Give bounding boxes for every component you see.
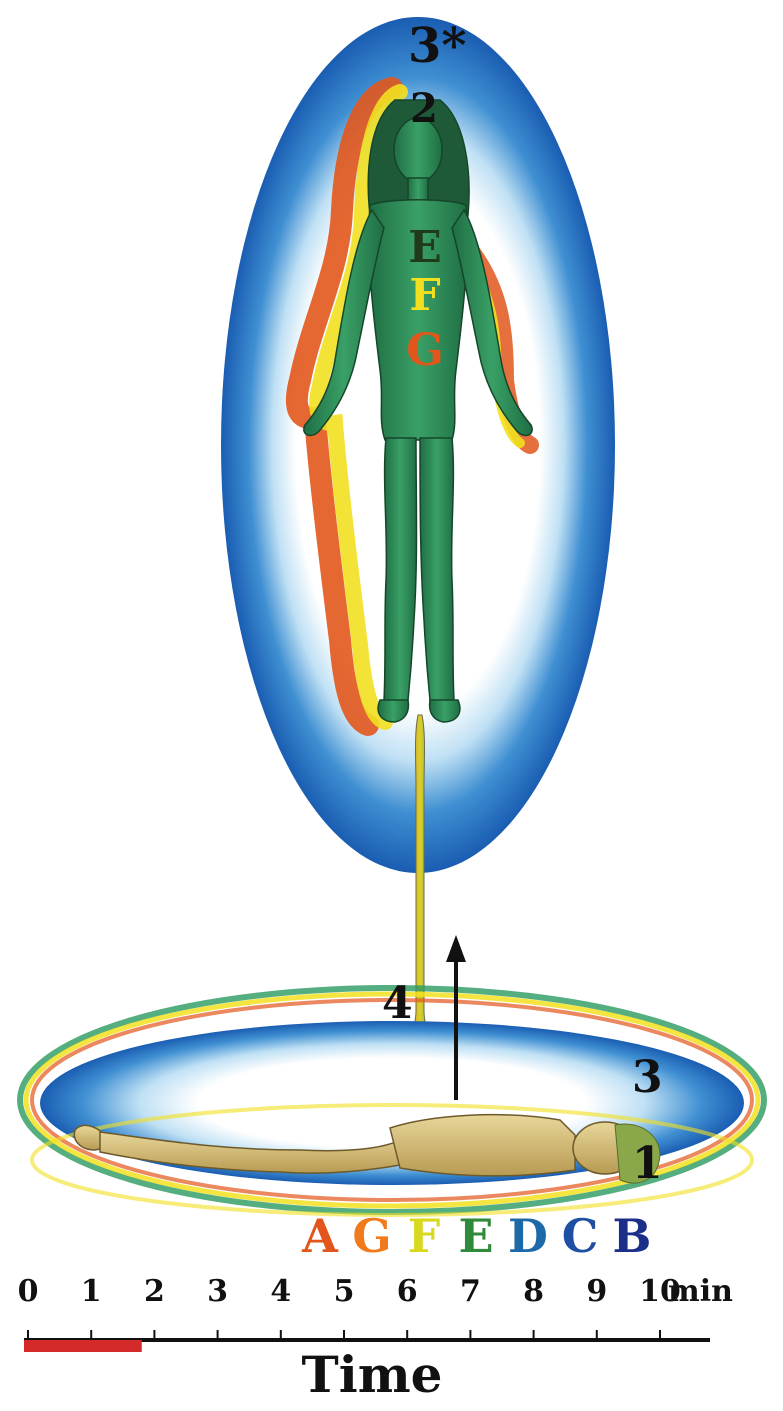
lower-letter-g-1: G xyxy=(352,1209,391,1263)
time-tick-label-7: 7 xyxy=(460,1274,481,1309)
upper-letter-group: EFG xyxy=(406,222,444,376)
label-2: 2 xyxy=(410,85,438,132)
time-tick-label-0: 0 xyxy=(18,1274,39,1309)
lower-letter-b-6: B xyxy=(613,1209,652,1263)
label-3-star: 3* xyxy=(408,18,467,74)
upper-letter-g: G xyxy=(406,325,444,376)
time-tick-label-6: 6 xyxy=(397,1274,418,1309)
time-highlight-bar xyxy=(24,1340,142,1352)
label-4: 4 xyxy=(382,978,413,1029)
lower-letter-e-3: E xyxy=(458,1209,493,1263)
lower-letter-a-0: A xyxy=(301,1209,339,1263)
exit-arrow-head xyxy=(446,935,466,962)
time-tick-label-4: 4 xyxy=(270,1274,291,1309)
upper-letter-e: E xyxy=(408,222,442,273)
label-1: 1 xyxy=(632,1138,663,1189)
lower-letter-d-4: D xyxy=(508,1209,548,1263)
time-unit-label: min xyxy=(668,1274,733,1309)
lower-letter-c-5: C xyxy=(562,1209,599,1263)
upper-letter-f: F xyxy=(409,270,440,321)
time-tick-label-8: 8 xyxy=(523,1274,544,1309)
time-tick-label-1: 1 xyxy=(81,1274,102,1309)
label-3: 3 xyxy=(632,1052,663,1103)
time-tick-label-2: 2 xyxy=(144,1274,165,1309)
time-axis-label: Time xyxy=(302,1345,443,1404)
lower-letter-f-2: F xyxy=(408,1209,441,1263)
time-tick-label-3: 3 xyxy=(207,1274,228,1309)
time-tick-label-5: 5 xyxy=(334,1274,355,1309)
time-tick-label-9: 9 xyxy=(586,1274,607,1309)
